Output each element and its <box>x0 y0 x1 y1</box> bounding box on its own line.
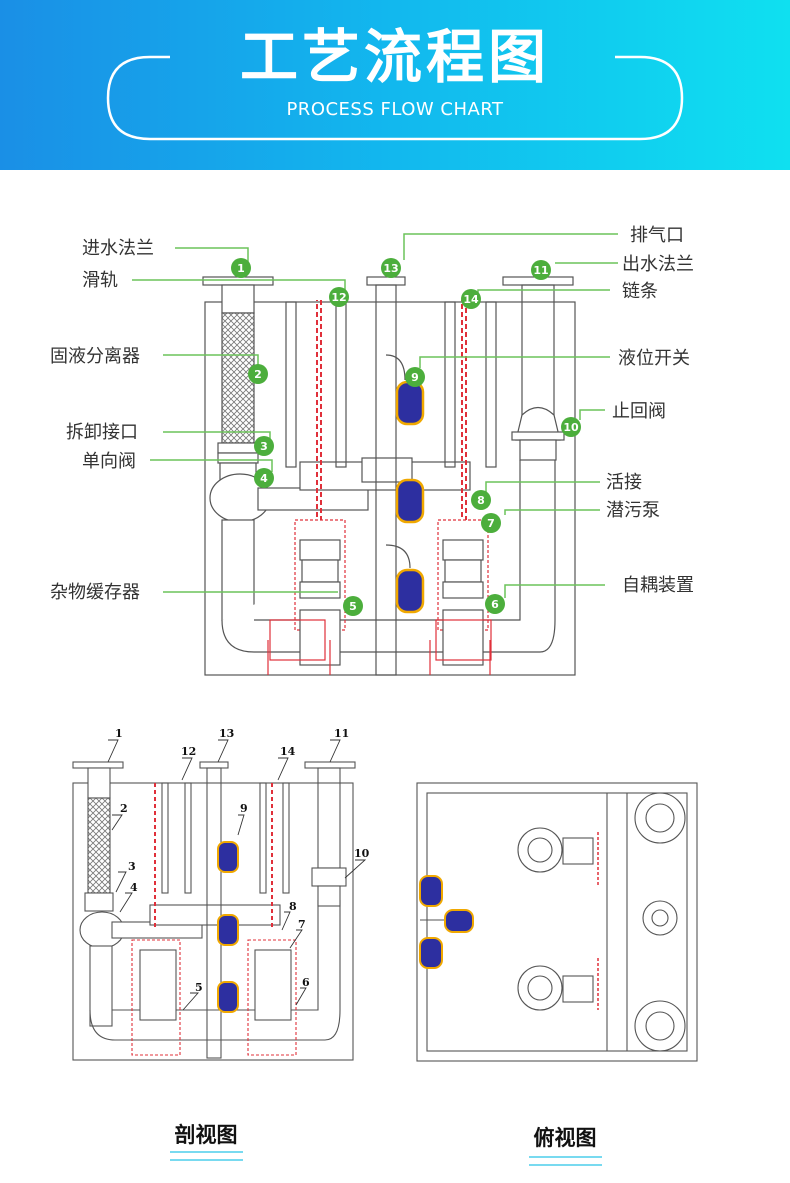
badge-3: 3 <box>254 436 274 456</box>
badge-8: 8 <box>471 490 491 510</box>
process-diagram: 1 12 2 3 4 5 13 11 14 9 10 8 7 6 进水法兰 滑轨… <box>50 225 698 1166</box>
svg-text:剖视图: 剖视图 <box>175 1122 238 1147</box>
svg-text:13: 13 <box>383 262 398 275</box>
svg-text:10: 10 <box>563 421 579 434</box>
section-view-leaders <box>107 739 367 1011</box>
svg-text:14: 14 <box>463 293 479 306</box>
label-union: 活接 <box>606 472 642 493</box>
svg-text:1: 1 <box>115 727 123 740</box>
svg-text:7: 7 <box>298 918 306 931</box>
right-pump <box>437 519 489 666</box>
label-chain: 链条 <box>622 281 658 302</box>
label-level-switch: 液位开关 <box>618 348 690 369</box>
badge-1: 1 <box>231 258 251 278</box>
section-view-numbers: 1 12 2 3 4 5 13 11 14 9 10 8 7 6 <box>115 727 370 994</box>
svg-text:12: 12 <box>331 291 346 304</box>
svg-text:11: 11 <box>334 727 349 740</box>
label-sewage-pump: 潜污泵 <box>606 500 660 521</box>
badge-2: 2 <box>248 364 268 384</box>
svg-text:8: 8 <box>289 900 297 913</box>
svg-text:4: 4 <box>130 881 138 894</box>
label-debris-buffer: 杂物缓存器 <box>50 582 140 603</box>
label-check-valve: 单向阀 <box>82 451 136 472</box>
component-badges: 1 12 2 3 4 5 13 11 14 9 10 8 7 6 <box>231 258 581 616</box>
svg-text:4: 4 <box>260 472 268 485</box>
svg-text:9: 9 <box>240 802 248 815</box>
title-bracket <box>106 55 684 141</box>
badge-10: 10 <box>561 417 581 437</box>
chain-left <box>316 300 322 520</box>
page-subtitle: PROCESS FLOW CHART <box>286 99 504 120</box>
badge-12: 12 <box>329 287 349 307</box>
svg-text:11: 11 <box>533 264 548 277</box>
svg-text:14: 14 <box>280 745 296 758</box>
svg-text:1: 1 <box>237 262 245 275</box>
svg-text:6: 6 <box>491 598 499 611</box>
badge-9: 9 <box>405 367 425 387</box>
inlet-flange <box>202 276 274 286</box>
section-view-floats <box>217 841 239 1013</box>
label-coupling: 自耦装置 <box>622 575 694 596</box>
label-separator: 固液分离器 <box>50 346 140 367</box>
svg-text:8: 8 <box>477 494 485 507</box>
top-view-floats <box>419 875 474 969</box>
badge-6: 6 <box>485 594 505 614</box>
chain-right <box>461 300 467 520</box>
main-section-diagram <box>202 276 576 676</box>
badge-5: 5 <box>343 596 363 616</box>
badge-7: 7 <box>481 513 501 533</box>
label-non-return-valve: 止回阀 <box>612 401 666 422</box>
badge-13: 13 <box>381 258 401 278</box>
header-banner: 工艺流程图 PROCESS FLOW CHART <box>0 0 790 170</box>
separator-mesh <box>221 312 255 444</box>
label-inlet-flange: 进水法兰 <box>82 238 154 259</box>
label-vent: 排气口 <box>630 225 684 246</box>
page-title: 工艺流程图 <box>239 23 550 91</box>
svg-text:13: 13 <box>219 727 234 740</box>
svg-text:2: 2 <box>120 802 128 815</box>
top-view-drawing <box>416 782 698 1062</box>
svg-text:2: 2 <box>254 368 262 381</box>
section-view-drawing <box>72 761 356 1061</box>
svg-text:10: 10 <box>354 847 370 860</box>
left-pump <box>294 519 346 666</box>
badge-14: 14 <box>461 289 481 309</box>
svg-text:6: 6 <box>302 976 310 989</box>
svg-text:3: 3 <box>128 860 136 873</box>
svg-text:5: 5 <box>349 600 357 613</box>
label-outlet-flange: 出水法兰 <box>622 254 694 275</box>
svg-text:12: 12 <box>181 745 196 758</box>
svg-text:7: 7 <box>487 517 495 530</box>
caption-top-view: 俯视图 <box>529 1125 602 1166</box>
svg-text:3: 3 <box>260 440 268 453</box>
svg-text:5: 5 <box>195 981 203 994</box>
label-disassembly-joint: 拆卸接口 <box>66 422 138 443</box>
component-labels: 进水法兰 滑轨 固液分离器 拆卸接口 单向阀 杂物缓存器 排气口 出水法兰 链条… <box>50 225 694 603</box>
caption-section-view: 剖视图 <box>170 1122 243 1161</box>
badge-4: 4 <box>254 468 274 488</box>
svg-text:俯视图: 俯视图 <box>534 1125 597 1150</box>
badge-11: 11 <box>531 260 551 280</box>
svg-text:9: 9 <box>411 371 419 384</box>
label-slide-rail: 滑轨 <box>82 270 118 291</box>
